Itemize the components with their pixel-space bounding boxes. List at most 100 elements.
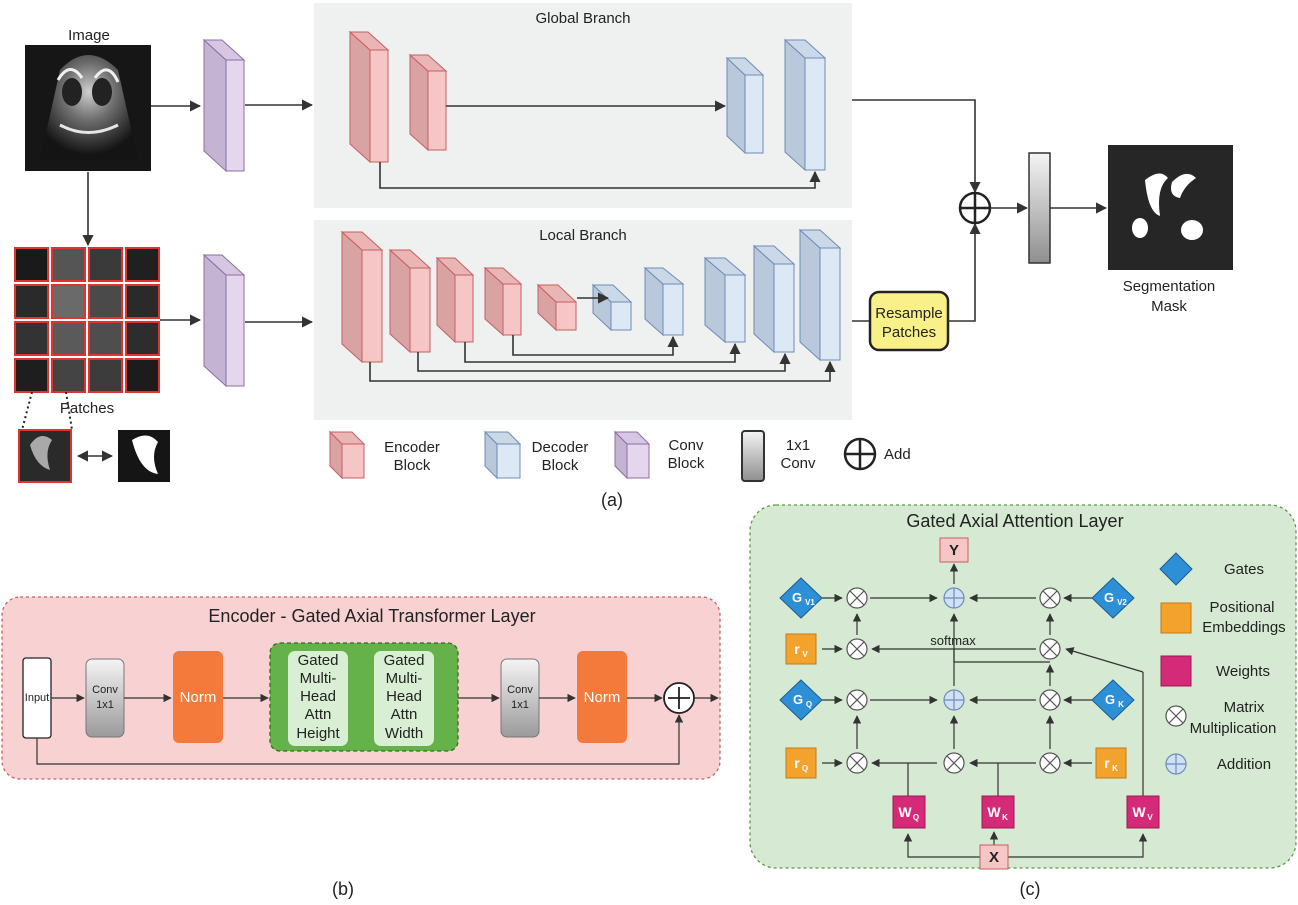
matrix-mult-icon bbox=[943, 752, 965, 774]
panel-b-title: Encoder - Gated Axial Transformer Layer bbox=[208, 606, 535, 626]
pos-emb-k-letter: r bbox=[1104, 755, 1110, 771]
segmentation-mask bbox=[1108, 145, 1233, 270]
legend-decoder-icon bbox=[483, 430, 522, 480]
panel-a: Image Patches bbox=[14, 3, 1233, 510]
patch-tile bbox=[14, 247, 49, 282]
local-decoder-3 bbox=[703, 256, 747, 344]
conv2-line1: Conv bbox=[507, 684, 533, 696]
legend-1x1-line1: 1x1 bbox=[786, 437, 810, 454]
attn-width-line: Gated bbox=[384, 652, 425, 669]
weight-k-letter: W bbox=[987, 804, 1001, 820]
weight-k-icon: W K bbox=[981, 795, 1015, 829]
legend-add-label: Add bbox=[884, 446, 911, 463]
weight-q-icon: W Q bbox=[892, 795, 926, 829]
matrix-mult-icon bbox=[846, 587, 868, 609]
local-branch-title: Local Branch bbox=[539, 227, 627, 244]
patches-label: Patches bbox=[60, 400, 114, 417]
matrix-mult-icon bbox=[1039, 587, 1061, 609]
softmax-label: softmax bbox=[930, 633, 976, 648]
gate-q-sub: Q bbox=[806, 700, 812, 709]
legend-weight-icon bbox=[1160, 655, 1192, 687]
pos-emb-v-sub: V bbox=[802, 650, 808, 659]
addition-node-top bbox=[943, 587, 965, 609]
legend-a: Encoder Block Decoder Block Conv Block 1… bbox=[328, 430, 911, 482]
gate-k-icon: G K bbox=[1091, 679, 1135, 721]
x-input-box bbox=[979, 844, 1009, 870]
patch-tile bbox=[51, 247, 86, 282]
weight-q-sub: Q bbox=[913, 813, 919, 822]
gate-v2-letter: G bbox=[1104, 590, 1114, 605]
legend-mm-line2: Multiplication bbox=[1190, 720, 1277, 737]
local-encoder-5 bbox=[536, 283, 578, 332]
attn-width-line: Attn bbox=[391, 706, 418, 723]
ultrasound-image bbox=[25, 45, 151, 171]
local-encoder-2 bbox=[388, 248, 432, 354]
legend-conv-icon bbox=[613, 430, 651, 480]
matrix-mult-icon bbox=[846, 638, 868, 660]
global-encoder-1 bbox=[348, 30, 390, 164]
patch-tile bbox=[51, 358, 86, 393]
local-decoder-5 bbox=[798, 228, 842, 362]
add-operator bbox=[958, 191, 992, 225]
patch-grid bbox=[14, 247, 160, 393]
gate-v1-sub: V1 bbox=[805, 598, 815, 607]
gate-q-icon: G Q bbox=[779, 679, 823, 721]
caption-a: (a) bbox=[601, 490, 623, 510]
conv1-line2: 1x1 bbox=[96, 699, 114, 711]
attn-height-text: Gated Multi- Head Attn Height bbox=[296, 652, 340, 742]
attn-width-text: Gated Multi- Head Attn Width bbox=[384, 652, 425, 742]
legend-decoder-line2: Block bbox=[542, 457, 579, 474]
legend-pos-line2: Embeddings bbox=[1202, 619, 1285, 636]
local-decoder-4 bbox=[752, 244, 796, 354]
pos-emb-v-letter: r bbox=[794, 641, 800, 657]
seg-line2: Mask bbox=[1151, 298, 1187, 315]
weight-k-sub: K bbox=[1002, 813, 1008, 822]
caption-b: (b) bbox=[332, 879, 354, 899]
legend-gate-icon bbox=[1159, 552, 1193, 586]
attn-width-line: Multi- bbox=[386, 670, 423, 687]
legend-add-icon bbox=[843, 437, 877, 471]
local-encoder-3 bbox=[435, 256, 475, 344]
legend-encoder-icon bbox=[328, 430, 366, 480]
patch-tile bbox=[51, 284, 86, 319]
panel-c-bg bbox=[749, 504, 1297, 869]
global-branch-title: Global Branch bbox=[535, 10, 630, 27]
patch-tile bbox=[125, 284, 160, 319]
legend-c: Gates Positional Embeddings Weights Matr… bbox=[1159, 552, 1286, 775]
global-decoder-2 bbox=[783, 38, 827, 172]
y-label: Y bbox=[949, 542, 959, 559]
legend-encoder-line2: Block bbox=[394, 457, 431, 474]
local-decoder-1 bbox=[591, 283, 633, 332]
panel-c: Gated Axial Attention Layer Y softmax bbox=[749, 504, 1297, 899]
gate-k-sub: K bbox=[1118, 700, 1124, 709]
matrix-mult-icon bbox=[1039, 752, 1061, 774]
one-by-one-conv bbox=[1028, 152, 1051, 264]
gate-v1-icon: G V1 bbox=[779, 577, 823, 619]
addition-node-mid bbox=[943, 689, 965, 711]
input-label: Input bbox=[25, 692, 49, 704]
norm1-label: Norm bbox=[180, 689, 217, 706]
attn-height-line: Head bbox=[300, 688, 336, 705]
gate-v2-sub: V2 bbox=[1117, 598, 1127, 607]
legend-conv-line1: Conv bbox=[668, 437, 704, 454]
pos-emb-k-sub: K bbox=[1112, 764, 1118, 773]
patch-tile bbox=[125, 321, 160, 356]
attn-height-box bbox=[288, 651, 348, 746]
legend-mm-line1: Matrix bbox=[1224, 699, 1265, 716]
legend-conv-line2: Block bbox=[668, 455, 705, 472]
matrix-mult-nodes bbox=[846, 587, 1061, 774]
norm-box-1 bbox=[173, 651, 223, 743]
residual-add-icon bbox=[663, 682, 695, 714]
attn-height-line: Height bbox=[296, 725, 340, 742]
image-label: Image bbox=[68, 27, 110, 44]
weight-v-letter: W bbox=[1132, 804, 1146, 820]
attn-height-line: Attn bbox=[305, 706, 332, 723]
matrix-mult-icon bbox=[1039, 689, 1061, 711]
global-decoder-1 bbox=[725, 56, 765, 155]
patch-tile bbox=[125, 247, 160, 282]
patch-detail bbox=[18, 391, 170, 483]
gate-v1-letter: G bbox=[792, 590, 802, 605]
weight-v-icon: W V bbox=[1126, 795, 1160, 829]
legend-addition-icon bbox=[1165, 753, 1187, 775]
local-encoder-1 bbox=[340, 230, 384, 364]
